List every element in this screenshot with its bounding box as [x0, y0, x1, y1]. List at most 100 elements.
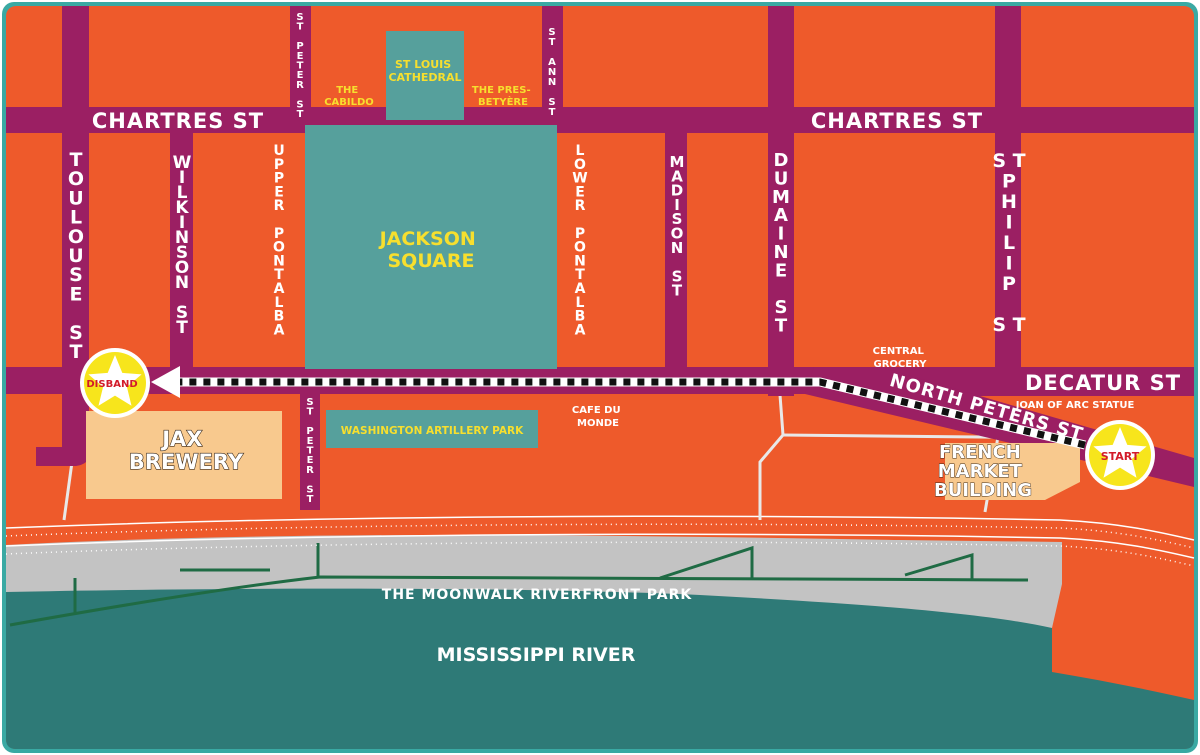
french-market-label: FRENCH MARKET BUILDING	[934, 442, 1032, 501]
promenade-paths	[9, 543, 1029, 627]
cafe-du-monde-label: CAFE DU MONDE	[572, 405, 624, 429]
street-label-letter: N	[548, 67, 556, 78]
street-label-letter: T	[176, 318, 188, 338]
street-label-letter: R	[306, 465, 314, 476]
street-label-letter: W	[572, 171, 587, 187]
street-label-letter: N	[671, 239, 684, 257]
street-label-letter: P	[575, 226, 585, 242]
jackson-square	[305, 125, 557, 369]
street-label-letter: O	[574, 240, 586, 256]
street-label-letter: T	[70, 149, 83, 171]
street-label-letter: O	[574, 157, 586, 173]
cathedral-label: ST LOUIS CATHEDRAL	[388, 58, 461, 84]
washington-artillery-park-label: WASHINGTON ARTILLERY PARK	[341, 425, 524, 437]
street-label-letter: P	[1002, 273, 1016, 295]
street-label-letter: A	[548, 57, 556, 68]
street-label-letter: O	[273, 240, 285, 256]
street-label-letter: S T	[992, 314, 1025, 336]
mississippi-river-label: MISSISSIPPI RIVER	[437, 644, 636, 666]
street-label-letter: T	[274, 267, 284, 283]
street-label-letter: S	[775, 297, 788, 318]
street-label-letter: R	[296, 80, 304, 91]
chartres-street-label-east: CHARTRES ST	[811, 109, 983, 133]
wilkinson-street	[170, 133, 193, 393]
start-star-icon	[1093, 427, 1147, 478]
start-marker: START	[1085, 420, 1155, 490]
decatur-street-label: DECATUR ST	[1025, 371, 1181, 395]
street-label-letter: B	[575, 309, 586, 325]
street-label-letter: U	[68, 187, 83, 209]
mississippi-river	[6, 588, 1194, 749]
disband-marker: DISBAND	[80, 348, 150, 418]
street-label-letter: U	[273, 143, 284, 159]
street-label-letter: K	[175, 198, 189, 218]
street-label-letter: O	[68, 226, 84, 248]
st-philip-street	[995, 6, 1021, 396]
street-label-letter: P	[1002, 171, 1016, 193]
st-peter-street-south	[300, 390, 320, 510]
st-ann-street	[542, 6, 563, 126]
street-label-letter: N	[175, 273, 189, 293]
street-label-letter: M	[670, 153, 685, 171]
street-label-letter: T	[297, 61, 304, 72]
street-label-letter: E	[575, 184, 585, 200]
route-arrow-icon	[151, 366, 180, 398]
street-label-letter: T	[70, 341, 83, 363]
street-label-letter: O	[68, 168, 84, 190]
street-label-letter: I	[778, 224, 785, 245]
street-label-letter: T	[575, 267, 585, 283]
madison-street	[665, 133, 687, 393]
cabildo-label: THE CABILDO	[324, 85, 374, 108]
street-label-letter: S T	[992, 150, 1025, 172]
street-label-letter: N	[574, 253, 586, 269]
street-label-letter: L	[1003, 232, 1015, 254]
street-label-letter: T	[672, 282, 683, 300]
st-peter-street-north	[290, 6, 311, 126]
central-grocery-label: CENTRAL GROCERY	[873, 346, 928, 370]
dumaine-street	[768, 6, 794, 396]
street-label-letter: T	[307, 446, 314, 457]
moonwalk-label: THE MOONWALK RIVERFRONT PARK	[382, 587, 693, 603]
railroad-tracks	[5, 515, 1195, 567]
street-label-letter: E	[307, 455, 314, 466]
street-label-letter: N	[273, 253, 285, 269]
street-label-letter: I	[674, 196, 680, 214]
jackson-square-label: JACKSON SQUARE	[378, 228, 483, 272]
street-label-letter: D	[774, 150, 789, 171]
street-label-letter: L	[576, 143, 585, 159]
joan-of-arc-label: JOAN OF ARC STATUE	[1015, 400, 1135, 411]
street-label-letter: A	[274, 281, 285, 297]
street-label-letter: P	[274, 226, 284, 242]
street-label-letter: T	[297, 22, 304, 33]
street-label-letter: A	[274, 322, 285, 338]
street-label-letter: A	[671, 167, 683, 185]
street-label-letter: U	[774, 168, 789, 189]
street-label-letter: W	[173, 153, 192, 173]
street-label-letter: I	[179, 213, 185, 233]
street-label-letter: L	[177, 183, 188, 203]
presbytere-label: THE PRES- BETYÈRE	[472, 85, 534, 108]
st-louis-cathedral	[386, 31, 464, 120]
disband-label: DISBAND	[86, 379, 137, 390]
street-label-letter: N	[548, 77, 556, 88]
street-label-letter: T	[775, 316, 788, 337]
street-label-letter: M	[772, 187, 790, 208]
street-label-letter: S	[176, 303, 188, 323]
street-label-letter: A	[774, 205, 788, 226]
street-label-letter: P	[296, 41, 303, 52]
street-label-letter: D	[671, 182, 683, 200]
street-label-letter: A	[575, 322, 586, 338]
jax-brewery	[86, 411, 282, 499]
street-label-letter: L	[275, 295, 284, 311]
street-label-letter: O	[175, 258, 189, 278]
street-label-letter: L	[576, 295, 585, 311]
street-label-letter: T	[307, 494, 314, 505]
washington-artillery-park	[326, 410, 538, 448]
